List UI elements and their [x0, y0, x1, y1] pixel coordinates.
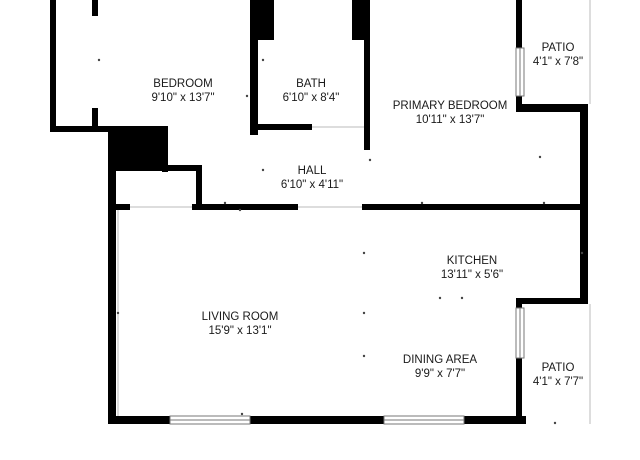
- marker: [538, 155, 542, 159]
- marker: [116, 311, 120, 315]
- room-dimensions: 9'9" x 7'7": [415, 368, 465, 380]
- marker: [420, 201, 424, 205]
- room-dimensions: 9'10" x 13'7": [151, 92, 214, 104]
- wall-stub-top: [92, 0, 98, 16]
- wall-closet-small: [116, 165, 196, 171]
- room-bath: BATH 6'10" x 8'4": [283, 78, 340, 104]
- marker: [362, 251, 366, 255]
- room-dimensions: 13'11" x 5'6": [441, 269, 503, 281]
- room-kitchen: KITCHEN 13'11" x 5'6": [441, 255, 503, 281]
- room-patio-upper: PATIO 4'1" x 7'8": [533, 42, 583, 68]
- wall-living-left: [108, 170, 116, 424]
- room-living-room: LIVING ROOM 15'9" x 13'1": [202, 311, 279, 337]
- wall-patio-upper-bottom: [516, 104, 588, 112]
- marker: [362, 311, 366, 315]
- wall-closet-right: [162, 126, 168, 172]
- wall-bottom: [108, 416, 526, 424]
- room-name: PATIO: [542, 42, 575, 54]
- room-labels: BEDROOM 9'10" x 13'7" BATH 6'10" x 8'4" …: [151, 42, 583, 388]
- markers: [97, 58, 584, 425]
- room-bedroom: BEDROOM 9'10" x 13'7": [151, 78, 214, 104]
- marker: [542, 201, 546, 205]
- wall-living-top-mid: [192, 204, 298, 210]
- room-name: KITCHEN: [447, 255, 497, 267]
- wall-bath-bottom: [256, 124, 312, 130]
- walls: [50, 0, 588, 424]
- marker: [438, 296, 442, 300]
- room-dimensions: 6'10" x 4'11": [281, 179, 343, 191]
- room-name: LIVING ROOM: [202, 311, 279, 323]
- room-name: DINING AREA: [403, 354, 477, 366]
- marker: [240, 412, 244, 416]
- wall-bath-right: [364, 0, 370, 150]
- room-patio-lower: PATIO 4'1" x 7'7": [533, 362, 583, 388]
- room-dimensions: 4'1" x 7'7": [533, 376, 583, 388]
- room-name: BATH: [296, 78, 326, 90]
- room-hall: HALL 6'10" x 4'11": [281, 165, 343, 191]
- wall-primary-right: [580, 104, 588, 304]
- wall-patio-lower-top: [516, 298, 588, 304]
- marker: [460, 296, 464, 300]
- marker: [238, 208, 242, 212]
- marker: [245, 94, 249, 98]
- marker: [223, 201, 227, 205]
- marker: [97, 58, 101, 62]
- wall-patio-lower-left: [516, 298, 522, 424]
- room-dimensions: 15'9" x 13'1": [208, 325, 271, 337]
- wall-living-top-left: [108, 204, 130, 210]
- wall-bath-topleft-block: [256, 0, 274, 40]
- wall-bedroom-bath: [250, 0, 258, 135]
- room-name: BEDROOM: [153, 78, 212, 90]
- marker: [580, 251, 584, 255]
- wall-hall-left: [196, 165, 202, 210]
- wall-bedroom-bottom: [50, 126, 112, 132]
- room-dimensions: 6'10" x 8'4": [283, 92, 340, 104]
- marker: [553, 421, 557, 425]
- room-name: PRIMARY BEDROOM: [393, 100, 508, 112]
- wall-stub-mid: [92, 108, 98, 132]
- marker: [368, 158, 372, 162]
- room-dimensions: 10'11" x 13'7": [416, 114, 485, 126]
- windows: [169, 47, 525, 425]
- marker: [362, 354, 366, 358]
- marker: [261, 168, 265, 172]
- closet-block: [108, 126, 168, 170]
- room-dimensions: 4'1" x 7'8": [533, 56, 583, 68]
- room-name: HALL: [298, 165, 327, 177]
- room-name: PATIO: [542, 362, 575, 374]
- wall-living-top-right: [362, 204, 588, 210]
- wall-bedroom-left: [50, 0, 56, 132]
- marker: [261, 58, 265, 62]
- room-primary-bedroom: PRIMARY BEDROOM 10'11" x 13'7": [393, 100, 508, 126]
- room-dining-area: DINING AREA 9'9" x 7'7": [403, 354, 477, 380]
